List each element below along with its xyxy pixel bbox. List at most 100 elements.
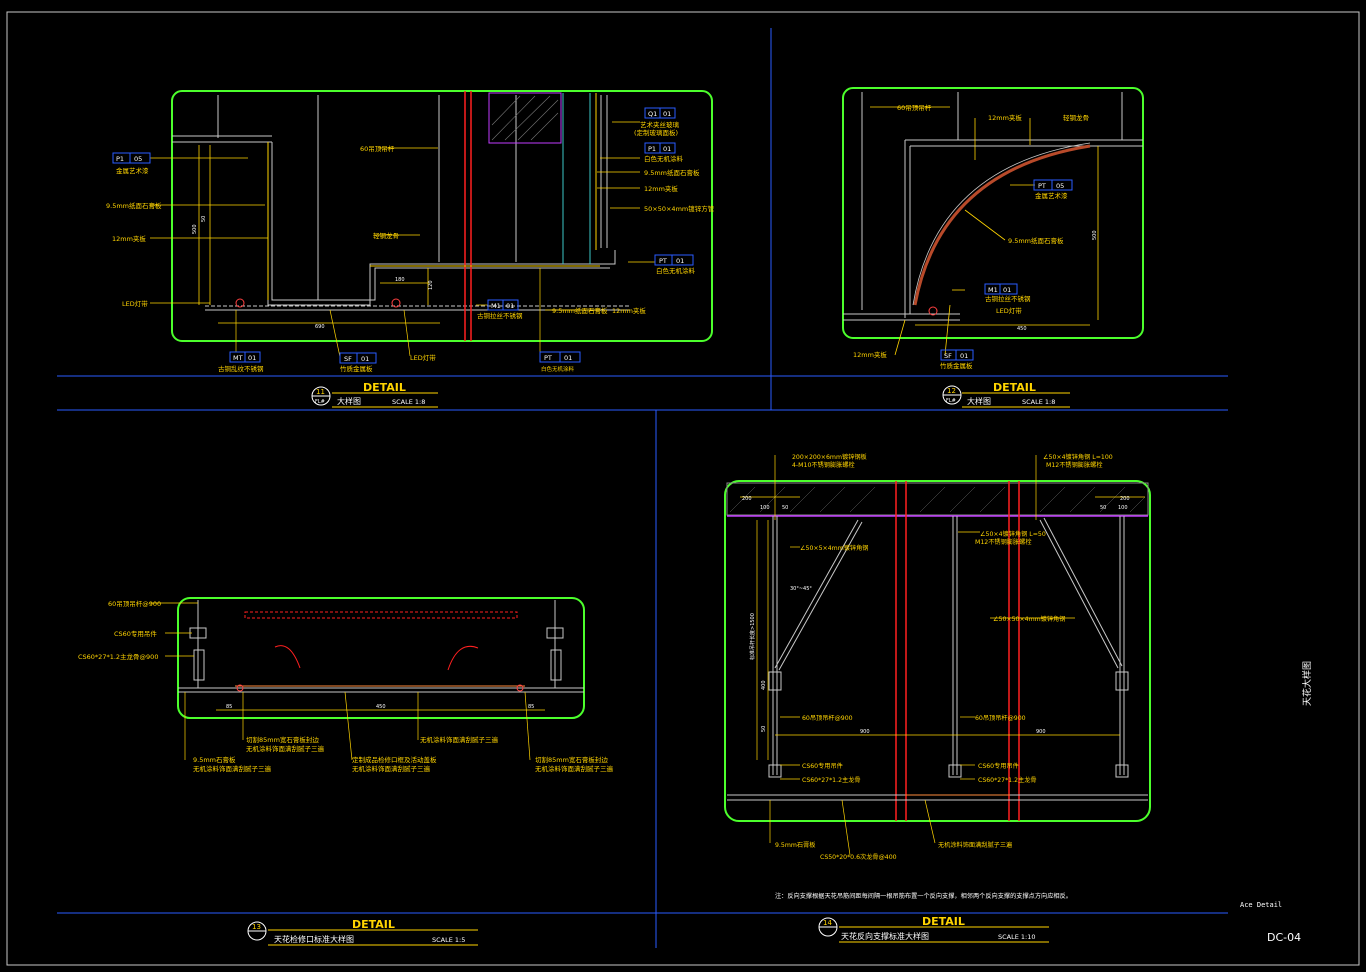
label: 200×200×6mm镀锌钢板 bbox=[792, 453, 867, 461]
label: 01 bbox=[676, 257, 684, 265]
dimension: 500 bbox=[192, 224, 198, 234]
label: 9.5mm纸面石膏板 bbox=[1008, 236, 1064, 245]
label: M12不锈钢膨胀螺栓 bbox=[1046, 461, 1103, 469]
label: 9.5mm纸面石膏板 bbox=[552, 306, 608, 315]
label: 01 bbox=[1003, 286, 1011, 294]
label: 古铜乱纹不锈钢 bbox=[218, 364, 264, 373]
dimension: 100 bbox=[760, 505, 770, 511]
detail-title: 大样图 bbox=[967, 396, 991, 406]
detail-scale: SCALE 1:5 bbox=[432, 936, 465, 944]
label: ∠50×4镀锌角钢 L=100 bbox=[1043, 453, 1113, 461]
label: 12mm夹板 bbox=[988, 113, 1022, 122]
detail-heading: DETAIL bbox=[363, 381, 406, 394]
label: 9.5mm纸面石膏板 bbox=[106, 201, 162, 210]
label: 12mm夹板 bbox=[853, 350, 887, 359]
dimension: 标准吊杆长度>1500 bbox=[749, 613, 756, 660]
label: MT bbox=[233, 354, 243, 362]
label: 12mm夹板 bbox=[644, 184, 678, 193]
label: 切割85mm宽石膏板封边 bbox=[535, 755, 608, 764]
dimension: 690 bbox=[315, 324, 325, 330]
detail-number: 13 bbox=[252, 923, 261, 931]
label: 01 bbox=[960, 352, 968, 360]
label: SF bbox=[944, 352, 952, 360]
detail-sub: FL# bbox=[315, 399, 325, 405]
detail-12-drawing bbox=[842, 87, 1144, 361]
label: 切割85mm宽石膏板封边 bbox=[246, 735, 319, 744]
label: PT bbox=[659, 257, 667, 265]
dimension: 50 bbox=[782, 505, 788, 511]
dimension: 900 bbox=[1036, 729, 1046, 735]
label: 12mm夹板 bbox=[612, 306, 646, 315]
label: CS60*27*1.2主龙骨 bbox=[978, 776, 1037, 784]
detail-heading: DETAIL bbox=[993, 381, 1036, 394]
label: 9.5mm石膏板 bbox=[193, 755, 236, 764]
dimension: 50 bbox=[761, 726, 767, 732]
label: 60吊顶吊杆@900 bbox=[975, 714, 1026, 722]
label: CS60*27*1.2主龙骨 bbox=[802, 776, 861, 784]
note: 注：反向支撑根据天花吊筋间距每间隔一根吊筋布置一个反向支撑，相邻两个反向支撑的支… bbox=[775, 892, 1072, 900]
label: 01 bbox=[361, 355, 369, 363]
label: (定制玻璃面板) bbox=[634, 128, 678, 137]
detail-13-labels: 60吊顶吊杆@900 CS60专用吊件 CS60*27*1.2主龙骨@900 9… bbox=[78, 599, 614, 773]
label: 60吊顶吊杆@900 bbox=[108, 599, 161, 608]
label: LED灯带 bbox=[122, 299, 148, 308]
label: 无机涂料饰面满刮腻子三遍 bbox=[193, 764, 272, 773]
dimension: 400 bbox=[761, 680, 767, 690]
dimension: 200 bbox=[742, 496, 752, 502]
label: 05 bbox=[134, 155, 142, 163]
label: 60吊顶吊杆 bbox=[360, 144, 395, 153]
label: PT bbox=[544, 354, 552, 362]
label: 金属艺术漆 bbox=[1035, 191, 1068, 200]
detail-12-frame bbox=[842, 87, 1144, 339]
label: 01 bbox=[248, 354, 256, 362]
label: 60吊顶吊杆 bbox=[897, 103, 932, 112]
label: 9.5mm石膏板 bbox=[775, 841, 815, 849]
detail-14-title: 14 DETAIL 天花反向支撑标准大样图 SCALE 1:10 bbox=[818, 915, 1049, 943]
dimension: 200 bbox=[1120, 496, 1130, 502]
detail-11-labels: P1 05 金属艺术漆 9.5mm纸面石膏板 12mm夹板 LED灯带 60吊顶… bbox=[106, 110, 715, 373]
label: 无机涂料饰面满刮腻子三遍 bbox=[938, 841, 1013, 849]
label: LED灯带 bbox=[996, 306, 1022, 315]
detail-number: 12 bbox=[947, 387, 956, 395]
detail-12-title: 12 FL# DETAIL 大样图 SCALE 1:8 bbox=[942, 381, 1070, 408]
label: 白色无机涂料 bbox=[644, 154, 684, 163]
label: 竹质金属板 bbox=[940, 361, 973, 370]
detail-14-drawing bbox=[724, 455, 1151, 856]
label: P1 bbox=[648, 145, 656, 153]
detail-heading: DETAIL bbox=[352, 918, 395, 931]
viewport-dividers bbox=[57, 28, 1228, 948]
label: 轻钢龙骨 bbox=[1063, 113, 1089, 122]
label: 白色无机涂料 bbox=[656, 266, 696, 275]
dimension: 450 bbox=[1017, 326, 1027, 332]
label: M12不锈钢膨胀螺栓 bbox=[975, 538, 1032, 546]
dimension: 85 bbox=[226, 704, 232, 710]
label: 01 bbox=[663, 110, 671, 118]
label: 4-M10不锈钢膨胀螺栓 bbox=[792, 461, 855, 469]
label: CS60专用吊件 bbox=[978, 762, 1019, 770]
label: 竹质金属板 bbox=[340, 364, 373, 373]
detail-heading: DETAIL bbox=[922, 915, 965, 928]
label: M1 bbox=[491, 302, 501, 310]
detail-title: 天花检修口标准大样图 bbox=[274, 934, 354, 944]
detail-scale: SCALE 1:10 bbox=[998, 933, 1036, 941]
detail-number: 14 bbox=[823, 919, 832, 927]
label: 白色无机涂料 bbox=[541, 365, 575, 373]
detail-13-drawing bbox=[150, 597, 585, 761]
label: 01 bbox=[663, 145, 671, 153]
detail-13-frame bbox=[177, 597, 585, 719]
label: 9.5mm纸面石膏板 bbox=[644, 168, 700, 177]
label: CS50*20*0.6次龙骨@400 bbox=[820, 853, 897, 861]
label: PT bbox=[1038, 182, 1046, 190]
label: M1 bbox=[988, 286, 998, 294]
concrete-slab bbox=[726, 482, 1149, 516]
dimension: 100 bbox=[1118, 505, 1128, 511]
detail-11-frame bbox=[171, 90, 713, 342]
detail-number: 11 bbox=[316, 388, 325, 396]
sheet-border bbox=[6, 11, 1360, 966]
detail-title: 大样图 bbox=[337, 396, 361, 406]
label: P1 bbox=[116, 155, 124, 163]
label: ∠50×5×4mm镀锌角钢 bbox=[800, 544, 868, 552]
detail-12-labels: 60吊顶吊杆 12mm夹板 轻钢龙骨 PT 05 金属艺术漆 9.5mm纸面石膏… bbox=[853, 103, 1098, 370]
detail-scale: SCALE 1:8 bbox=[392, 398, 425, 406]
